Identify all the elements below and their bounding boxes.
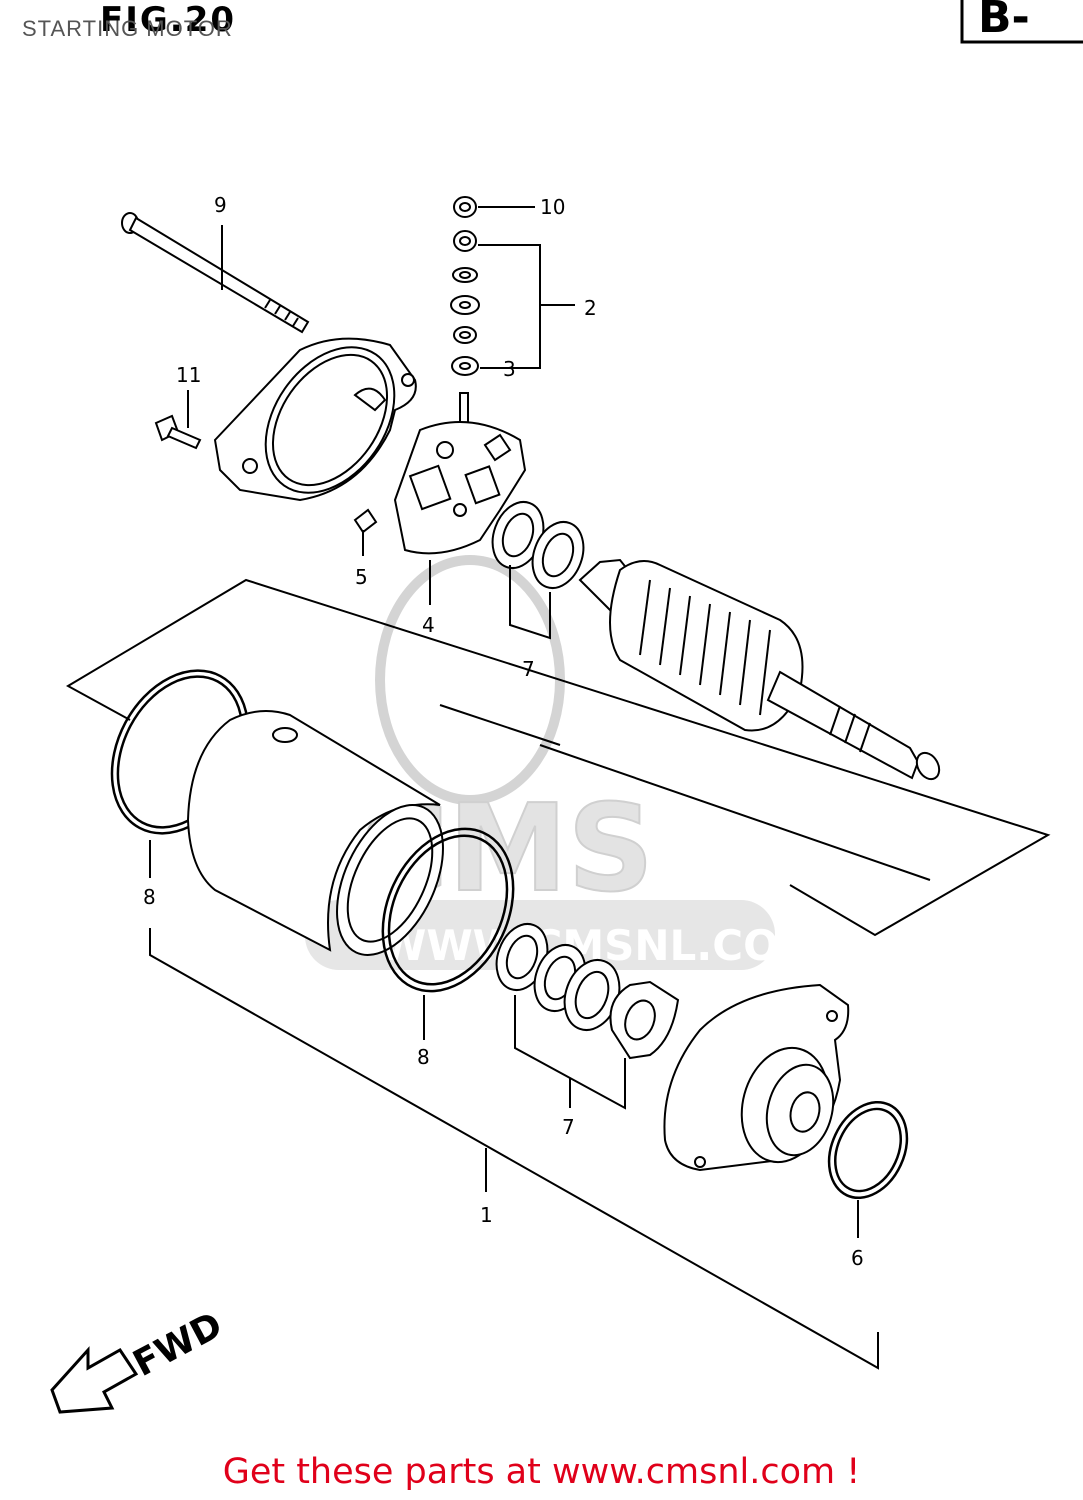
armature: [578, 558, 941, 781]
callout-11: 11: [176, 363, 201, 387]
callout-6: 6: [851, 1246, 864, 1270]
washers-top: [491, 501, 585, 589]
assembly-frame: [65, 578, 1051, 937]
o-ring-right: [381, 827, 515, 993]
callout-7-bottom: 7: [562, 1115, 575, 1139]
figure-title: FIG.20: [100, 0, 237, 40]
leader-7-top: [509, 565, 551, 640]
callout-5: 5: [355, 565, 368, 589]
callout-9: 9: [214, 193, 227, 217]
callout-2: 2: [584, 296, 597, 320]
brush-holder-plate: [393, 392, 527, 555]
callout-7-top: 7: [522, 657, 535, 681]
terminal-piece: [353, 508, 378, 534]
fwd-label: FWD: [127, 1305, 229, 1385]
mounting-bolt: [154, 414, 202, 450]
washers-bottom: [495, 923, 680, 1060]
front-housing: [663, 983, 850, 1172]
footer-promo-link[interactable]: Get these parts at www.cmsnl.com !: [222, 1452, 861, 1492]
callout-8-right: 8: [417, 1045, 430, 1069]
leader-1: [149, 928, 879, 1370]
end-cover: [213, 337, 417, 502]
section-code: B-: [978, 0, 1030, 43]
forward-arrow-icon: [50, 1346, 139, 1414]
callout-1: 1: [480, 1203, 493, 1227]
yoke-housing: [186, 710, 444, 956]
through-bolt: [121, 212, 310, 334]
callout-10: 10: [540, 195, 565, 219]
o-ring-front: [827, 1100, 909, 1200]
callout-4: 4: [422, 613, 435, 637]
callout-3: 3: [503, 357, 516, 381]
diagram-subtitle: STARTING MOTOR: [22, 16, 233, 41]
leaders-2-3-10: [478, 206, 575, 369]
nut-washer-stack: [450, 196, 480, 376]
callout-8-left: 8: [143, 885, 156, 909]
section-box: [960, 0, 1083, 44]
